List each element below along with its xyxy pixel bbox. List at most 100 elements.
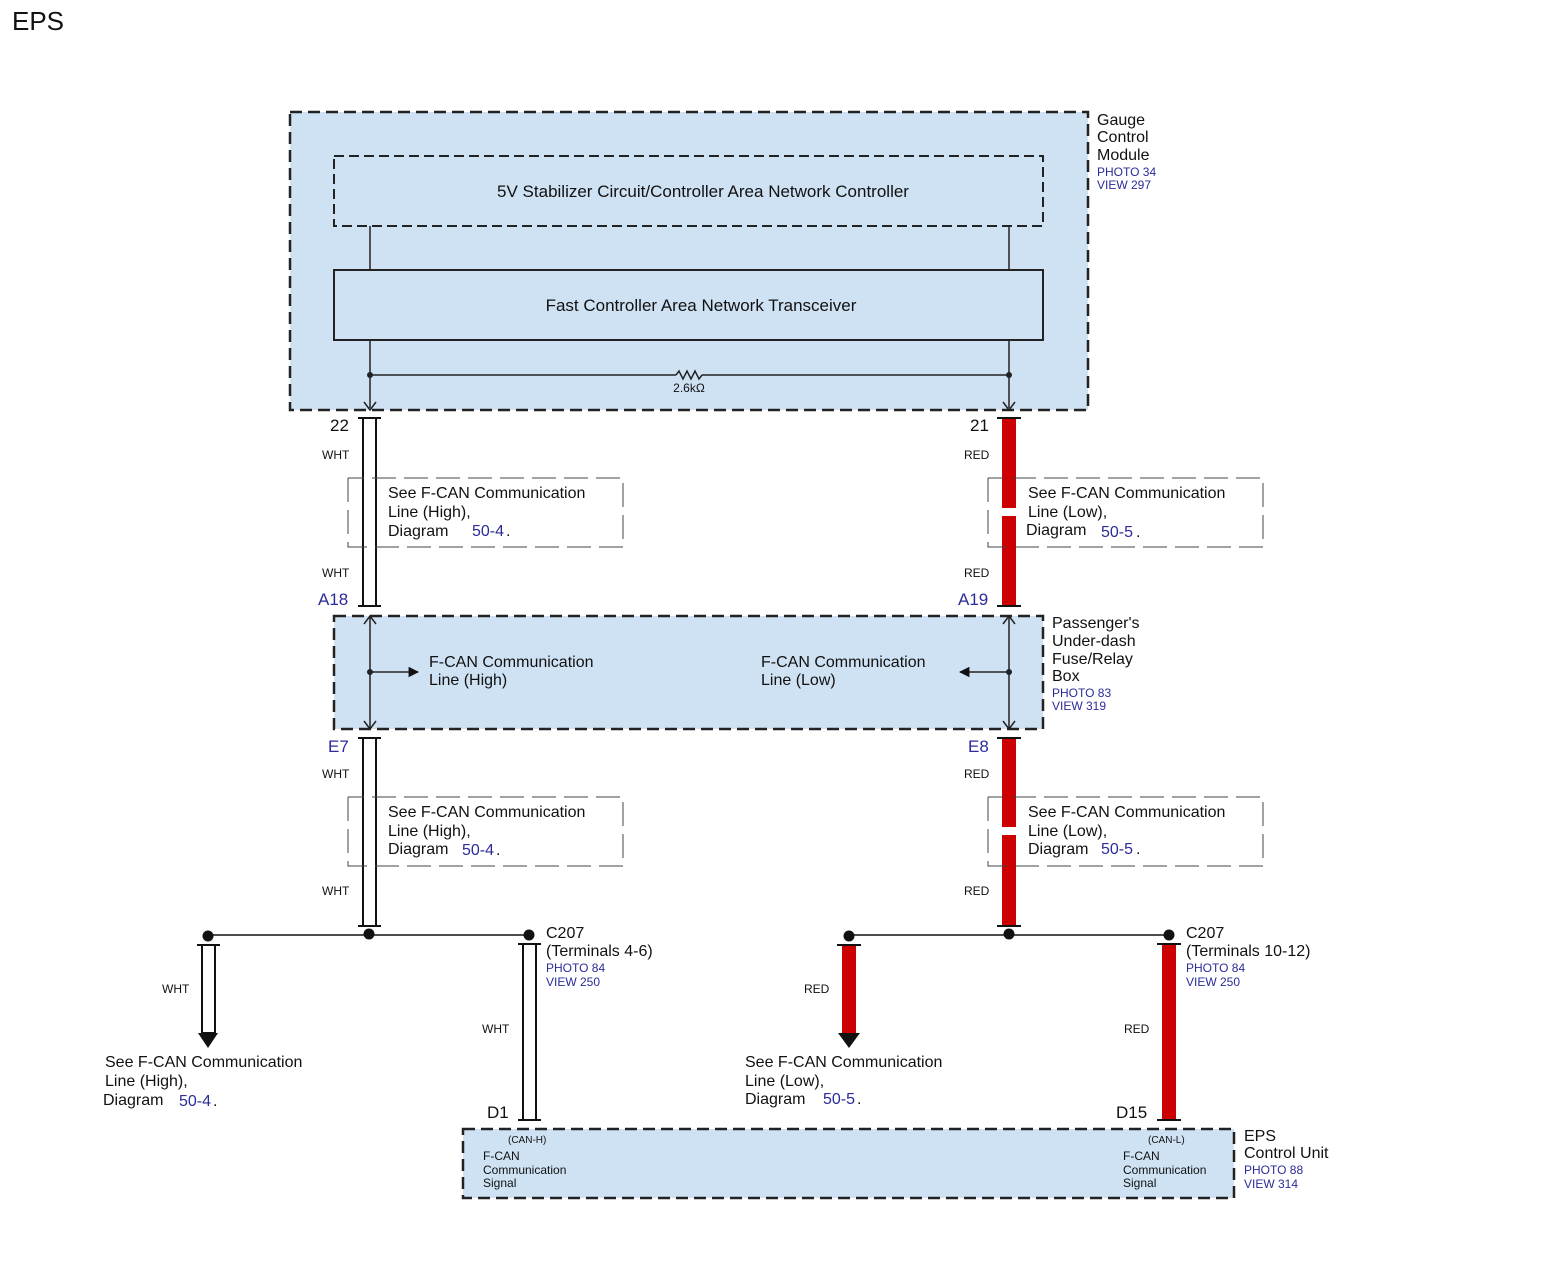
- note-high-branch: See F-CAN Communication Line (High), Dia…: [103, 1054, 302, 1110]
- wire-color-wht-1b: WHT: [322, 566, 350, 580]
- svg-text:See F-CAN Communication: See F-CAN Communication: [388, 485, 585, 502]
- fuse-box-name-2: Under-dash: [1052, 633, 1136, 650]
- svg-text:Line (High),: Line (High),: [388, 823, 471, 840]
- gauge-module-name-2: Control: [1097, 129, 1149, 146]
- wire-color-red-eps: RED: [1124, 1022, 1150, 1036]
- red-wire-to-eps: [1162, 944, 1176, 1120]
- wire-color-wht-eps: WHT: [482, 1022, 510, 1036]
- splice-point-low: [1003, 928, 1015, 940]
- resistor-value: 2.6kΩ: [673, 381, 705, 395]
- svg-text:C207: C207: [1186, 925, 1224, 942]
- eps-unit-box: [461, 1127, 1236, 1200]
- gauge-module-view-link[interactable]: VIEW 297: [1097, 178, 1151, 192]
- svg-text:F-CAN: F-CAN: [1123, 1149, 1160, 1163]
- wht-wire-segment-2: [362, 737, 377, 927]
- diagram-50-5-link-3[interactable]: 50-5: [823, 1091, 855, 1108]
- fuse-box-rect: [332, 614, 1045, 731]
- svg-text:.: .: [213, 1093, 217, 1110]
- svg-text:Diagram: Diagram: [388, 523, 448, 540]
- svg-text:Line (Low),: Line (Low),: [745, 1073, 824, 1090]
- diagram-50-5-link-2[interactable]: 50-5: [1101, 841, 1133, 858]
- diagram-50-4-link-1[interactable]: 50-4: [472, 523, 504, 540]
- fuse-box-name-4: Box: [1052, 668, 1080, 685]
- svg-text:.: .: [857, 1091, 861, 1108]
- fcan-low-label-1: F-CAN Communication: [761, 654, 925, 671]
- pin-21: 21: [970, 416, 989, 435]
- wire-color-wht-1a: WHT: [322, 448, 350, 462]
- svg-text:C207: C207: [546, 925, 584, 942]
- c207-right-photo-link[interactable]: PHOTO 84: [1186, 961, 1245, 975]
- pin-d15: D15: [1116, 1103, 1147, 1122]
- splice-point-high: [363, 928, 375, 940]
- fuse-box-view-link[interactable]: VIEW 319: [1052, 699, 1106, 713]
- connector-c207-left: C207 (Terminals 4-6) PHOTO 84 VIEW 250: [546, 925, 653, 989]
- pin-e7: E7: [328, 737, 349, 756]
- svg-text:Diagram: Diagram: [1026, 522, 1086, 539]
- svg-text:.: .: [496, 842, 500, 859]
- eps-unit-name-1: EPS: [1244, 1128, 1276, 1145]
- note-high-1: See F-CAN Communication Line (High), Dia…: [347, 477, 624, 548]
- eps-unit-photo-link[interactable]: PHOTO 88: [1244, 1163, 1303, 1177]
- c207-right-view-link[interactable]: VIEW 250: [1186, 975, 1240, 989]
- wire-color-wht-2b: WHT: [322, 884, 350, 898]
- fcan-high-label-1: F-CAN Communication: [429, 654, 593, 671]
- svg-text:.: .: [1136, 841, 1140, 858]
- svg-text:Communication: Communication: [1123, 1163, 1206, 1177]
- svg-text:.: .: [506, 523, 510, 540]
- gauge-module-name-1: Gauge: [1097, 112, 1145, 129]
- wht-branch-wire: [201, 944, 216, 1034]
- note-low-2: See F-CAN Communication Line (Low), Diag…: [987, 796, 1264, 867]
- svg-text:Diagram: Diagram: [745, 1091, 805, 1108]
- svg-text:Line (Low),: Line (Low),: [1028, 504, 1107, 521]
- svg-text:See F-CAN Communication: See F-CAN Communication: [105, 1054, 302, 1071]
- svg-text:Diagram: Diagram: [103, 1092, 163, 1109]
- svg-text:Line (High),: Line (High),: [388, 504, 471, 521]
- eps-control-unit: (CAN-H) F-CAN Communication Signal (CAN-…: [461, 1127, 1329, 1200]
- pin-a19: A19: [958, 590, 988, 609]
- can-l-tag: (CAN-L): [1148, 1135, 1185, 1146]
- svg-text:.: .: [1136, 524, 1140, 541]
- wire-color-red-1b: RED: [964, 566, 990, 580]
- diagram-50-4-link-2[interactable]: 50-4: [462, 842, 494, 859]
- svg-text:F-CAN: F-CAN: [483, 1149, 520, 1163]
- transceiver-label: Fast Controller Area Network Transceiver: [546, 296, 857, 315]
- note-high-2: See F-CAN Communication Line (High), Dia…: [347, 796, 624, 867]
- fuse-box-name-3: Fuse/Relay: [1052, 651, 1133, 668]
- red-branch-wire: [842, 945, 856, 1033]
- note-low-branch: See F-CAN Communication Line (Low), Diag…: [745, 1054, 942, 1108]
- wire-color-red-branch: RED: [804, 982, 830, 996]
- fuse-box-photo-link[interactable]: PHOTO 83: [1052, 686, 1111, 700]
- stabilizer-circuit-box: [333, 155, 1044, 227]
- wire-color-red-2a: RED: [964, 767, 990, 781]
- svg-text:Line (Low),: Line (Low),: [1028, 823, 1107, 840]
- gauge-module-name-3: Module: [1097, 147, 1150, 164]
- gauge-module-photo-link[interactable]: PHOTO 34: [1097, 165, 1156, 179]
- wht-wire-segment-1: [362, 417, 377, 607]
- pin-a18: A18: [318, 590, 348, 609]
- diagram-50-5-link-1[interactable]: 50-5: [1101, 524, 1133, 541]
- wire-color-red-2b: RED: [964, 884, 990, 898]
- wire-color-wht-2a: WHT: [322, 767, 350, 781]
- eps-unit-name-2: Control Unit: [1244, 1145, 1329, 1162]
- note-low-1: See F-CAN Communication Line (Low), Diag…: [987, 477, 1264, 548]
- eps-unit-view-link[interactable]: VIEW 314: [1244, 1177, 1298, 1191]
- svg-text:See F-CAN Communication: See F-CAN Communication: [745, 1054, 942, 1071]
- svg-text:Signal: Signal: [1123, 1176, 1156, 1190]
- c207-left-view-link[interactable]: VIEW 250: [546, 975, 600, 989]
- diagram-50-4-link-3[interactable]: 50-4: [179, 1093, 211, 1110]
- c207-left-photo-link[interactable]: PHOTO 84: [546, 961, 605, 975]
- svg-text:(Terminals 10-12): (Terminals 10-12): [1186, 943, 1310, 960]
- svg-text:See F-CAN Communication: See F-CAN Communication: [388, 804, 585, 821]
- fuse-box-name-1: Passenger's: [1052, 615, 1140, 632]
- can-h-tag: (CAN-H): [508, 1135, 546, 1146]
- wht-wire-to-eps: [522, 943, 537, 1121]
- gauge-control-module: 5V Stabilizer Circuit/Controller Area Ne…: [288, 110, 1156, 412]
- svg-text:See F-CAN Communication: See F-CAN Communication: [1028, 485, 1225, 502]
- pin-e8: E8: [968, 737, 989, 756]
- wire-color-red-1a: RED: [964, 448, 990, 462]
- svg-text:Diagram: Diagram: [1028, 841, 1088, 858]
- pin-22: 22: [330, 416, 349, 435]
- transceiver-box: [333, 269, 1044, 341]
- svg-text:(Terminals 4-6): (Terminals 4-6): [546, 943, 653, 960]
